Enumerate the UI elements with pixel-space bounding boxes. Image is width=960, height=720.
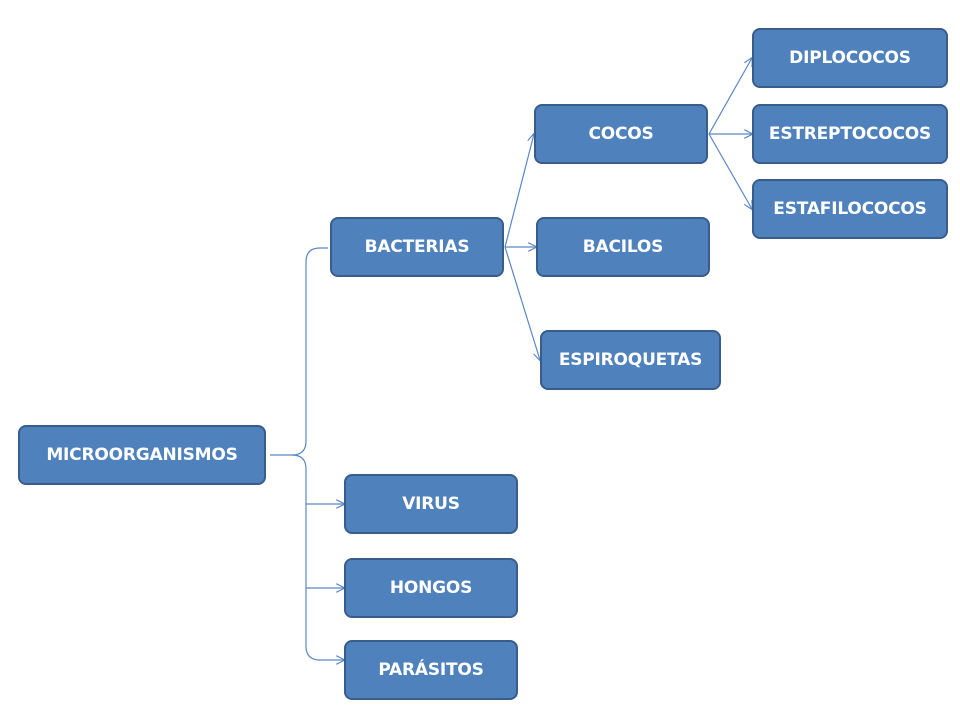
node-microorganismos[interactable]: MICROORGANISMOS — [18, 425, 266, 485]
node-espiroquetas[interactable]: ESPIROQUETAS — [540, 330, 721, 390]
node-estafilococos[interactable]: ESTAFILOCOCOS — [752, 179, 948, 239]
connector-to-estafilococos — [708, 133, 752, 209]
bracket-spine-lower — [291, 454, 344, 660]
node-label: VIRUS — [402, 494, 460, 514]
node-bacilos[interactable]: BACILOS — [536, 217, 710, 277]
node-estreptococos[interactable]: ESTREPTOCOCOS — [752, 104, 948, 164]
connectors-cocos — [708, 58, 752, 209]
node-label: ESTAFILOCOCOS — [773, 199, 927, 219]
node-parasitos[interactable]: PARÁSITOS — [344, 640, 518, 700]
node-cocos[interactable]: COCOS — [534, 104, 708, 164]
node-label: BACTERIAS — [364, 237, 470, 257]
connector-to-diplococos — [708, 58, 752, 135]
node-label: HONGOS — [389, 578, 473, 598]
node-label: MICROORGANISMOS — [46, 445, 238, 465]
node-label: DIPLOCOCOS — [789, 48, 911, 68]
bracket-microorganismos — [270, 247, 344, 660]
connectors-bacterias — [504, 134, 540, 360]
node-label: COCOS — [588, 124, 654, 144]
node-diplococos[interactable]: DIPLOCOCOS — [752, 28, 948, 88]
node-label: BACILOS — [582, 237, 664, 257]
node-label: ESPIROQUETAS — [558, 350, 703, 370]
connector-to-espiroquetas — [504, 246, 540, 360]
node-bacterias[interactable]: BACTERIAS — [330, 217, 504, 277]
bracket-spine — [270, 247, 328, 456]
connector-to-cocos — [504, 134, 534, 248]
node-virus[interactable]: VIRUS — [344, 474, 518, 534]
node-hongos[interactable]: HONGOS — [344, 558, 518, 618]
node-label: PARÁSITOS — [378, 660, 484, 680]
node-label: ESTREPTOCOCOS — [768, 124, 932, 144]
